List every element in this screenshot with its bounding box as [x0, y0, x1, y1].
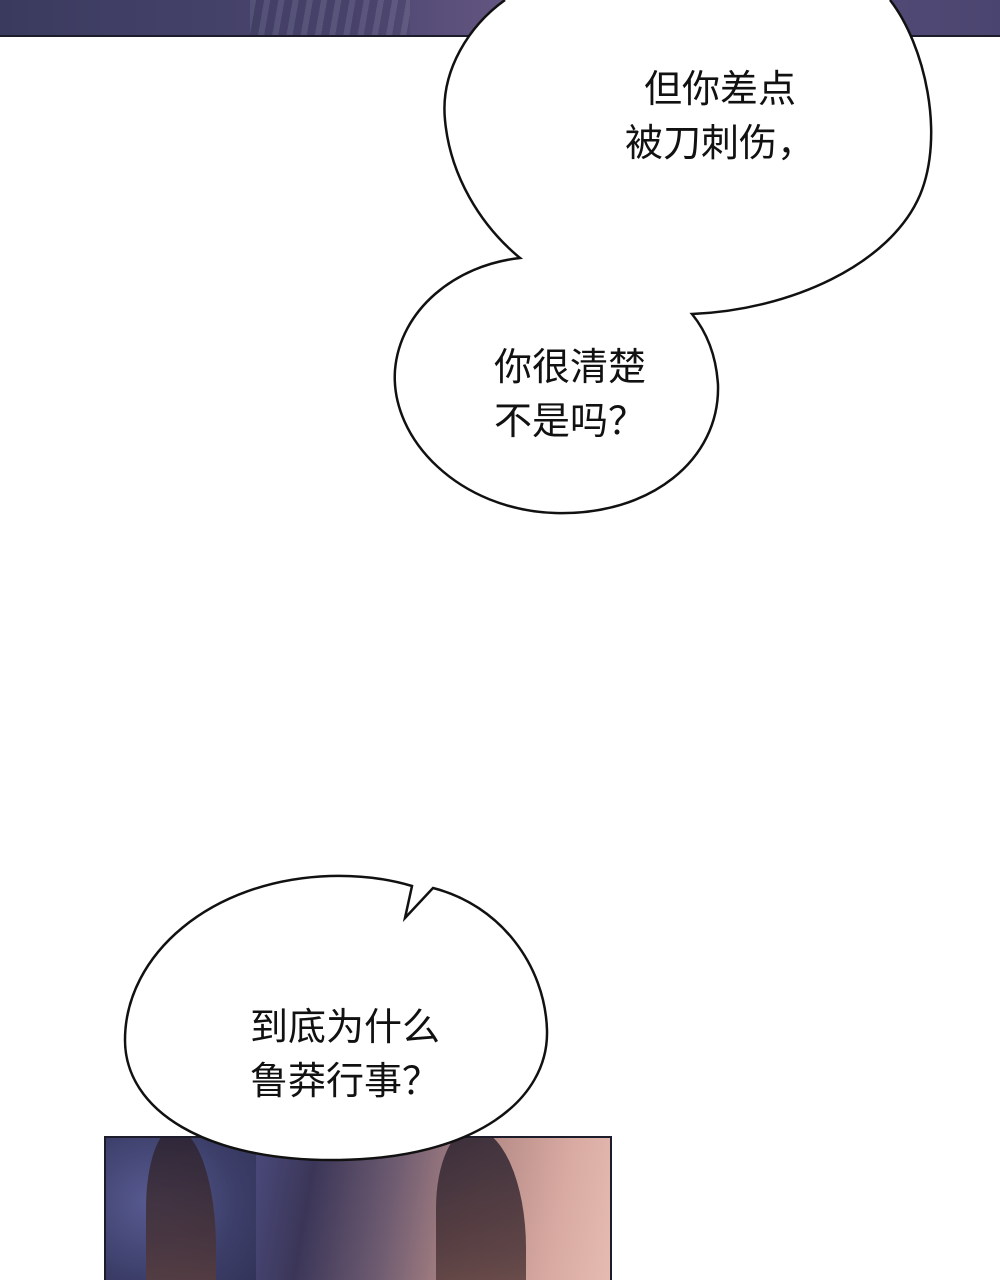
dialogue-line: 鲁莽行事？ — [249, 1059, 440, 1103]
speech-bubble-1: 但你差点 被刀刺伤， — [610, 62, 830, 170]
speech-bubble-2: 你很清楚 不是吗？ — [465, 340, 675, 448]
dialogue-line: 但你差点 — [643, 67, 796, 111]
speech-bubble-3: 到底为什么 鲁莽行事？ — [215, 1000, 475, 1108]
fabric-fold-shape — [250, 0, 410, 35]
dialogue-line: 到底为什么 — [249, 1005, 440, 1049]
dialogue-line: 不是吗？ — [493, 399, 646, 443]
dialogue-line: 被刀刺伤， — [624, 121, 815, 165]
dialogue-line: 你很清楚 — [493, 345, 646, 389]
speech-bubble-1-outline — [393, 0, 933, 515]
speech-bubble-3-outline — [123, 874, 549, 1162]
